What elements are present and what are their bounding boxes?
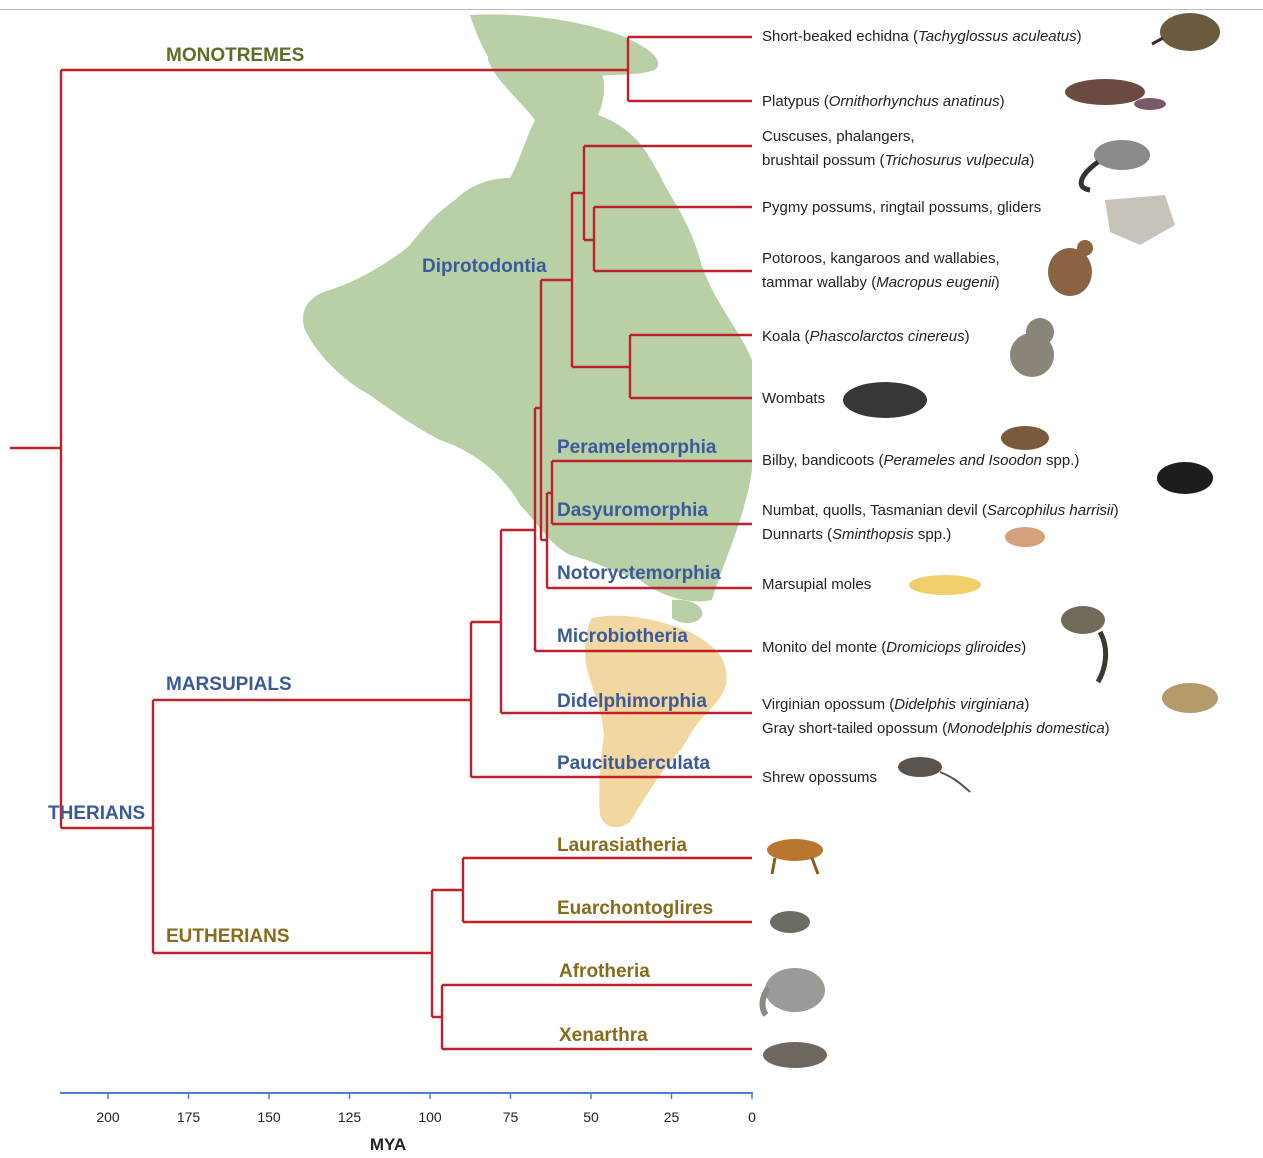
paucituberculata-label: Paucituberculata: [557, 753, 711, 774]
marsupials-label: MARSUPIALS: [166, 674, 292, 695]
taxon-bilby: Bilby, bandicoots (Perameles and Isoodon…: [762, 452, 1079, 469]
therians-label: THERIANS: [48, 803, 145, 824]
axis-ticks: 200 175 150 125 100 75 50 25 0: [96, 1093, 756, 1125]
didelphimorphia-label: Didelphimorphia: [557, 691, 707, 712]
xenarthra-label: Xenarthra: [559, 1025, 648, 1046]
marsupial-node: [469, 620, 752, 779]
taxon-cuscuses-line1: Cuscuses, phalangers,: [762, 128, 915, 145]
monotremes-label: MONOTREMES: [166, 45, 304, 66]
bandicoot-icon: [1001, 426, 1049, 450]
axis-tick-label: 25: [664, 1109, 680, 1125]
eutherian-node: [430, 888, 463, 1019]
taxon-pygmy-possums: Pygmy possums, ringtail possums, gliders: [762, 199, 1041, 216]
shrew-opossum-icon: [898, 757, 971, 793]
elephant-icon: [759, 968, 825, 1017]
taxon-marsupial-moles: Marsupial moles: [762, 576, 871, 593]
tasmanian-devil-icon: [1157, 462, 1213, 494]
possum-icon: [1078, 140, 1150, 193]
axis-tick-label: 50: [583, 1109, 599, 1125]
axis-tick-label: 0: [748, 1109, 756, 1125]
new-guinea-map: [470, 14, 659, 90]
taxon-potoroos-line1: Potoroos, kangaroos and wallabies,: [762, 250, 1000, 267]
opossum-icon: [1162, 683, 1218, 713]
node-501: [499, 528, 752, 715]
taxon-wombats: Wombats: [762, 390, 825, 407]
mouse-icon: [770, 911, 810, 933]
taxon-virginian-opossum: Virginian opossum (Didelphis virginiana): [762, 696, 1029, 713]
taxon-potoroos-line2: tammar wallaby (Macropus eugenii): [762, 274, 1000, 291]
mole-icon: [909, 575, 981, 595]
node-552: [550, 459, 752, 526]
axis-tick-label: 175: [177, 1109, 201, 1125]
monotreme-node: [626, 35, 752, 103]
armadillo-icon: [763, 1042, 827, 1068]
diprotodontia-label: Diprotodontia: [422, 256, 547, 277]
laurasiatheria-label: Laurasiatheria: [557, 835, 687, 856]
taxon-gray-opossum: Gray short-tailed opossum (Monodelphis d…: [762, 720, 1110, 737]
node-594: [592, 205, 752, 273]
echidna-icon: [1151, 13, 1220, 51]
axis-tick-label: 100: [418, 1109, 442, 1125]
peramelemorphia-label: Peramelemorphia: [557, 437, 717, 458]
top-border: [0, 9, 1263, 10]
taxon-shrew-opossums: Shrew opossums: [762, 769, 877, 786]
euarchontoglires-label: Euarchontoglires: [557, 898, 713, 919]
taxon-dunnarts: Dunnarts (Sminthopsis spp.): [762, 526, 951, 543]
axis-title: MYA: [370, 1135, 406, 1154]
wallaby-icon: [1048, 240, 1093, 296]
phylogenetic-tree: [10, 35, 752, 1051]
time-axis: 200 175 150 125 100 75 50 25 0 MYA: [60, 1092, 756, 1154]
diprotodontia-node: [570, 191, 630, 369]
dunnart-icon: [1005, 527, 1045, 547]
taxon-cuscuses-line2: brushtail possum (Trichosurus vulpecula): [762, 152, 1034, 169]
atlanto-node: [440, 983, 752, 1051]
microbiotheria-label: Microbiotheria: [557, 626, 688, 647]
platypus-icon: [1065, 79, 1166, 110]
dasyuromorphia-label: Dasyuromorphia: [557, 500, 708, 521]
notoryctemorphia-label: Notoryctemorphia: [557, 563, 721, 584]
afrotheria-label: Afrotheria: [559, 961, 650, 982]
koala-icon: [1010, 318, 1054, 377]
tasmania-map: [672, 599, 703, 624]
wombat-icon: [843, 382, 927, 418]
australia-map: [302, 19, 752, 602]
axis-tick-label: 125: [338, 1109, 362, 1125]
glider-icon: [1105, 195, 1175, 245]
taxon-koala: Koala (Phascolarctos cinereus): [762, 328, 970, 345]
taxon-platypus: Platypus (Ornithorhynchus anatinus): [762, 93, 1005, 110]
node-584: [582, 144, 752, 242]
axis-tick-label: 75: [503, 1109, 519, 1125]
boreo-node: [461, 856, 752, 924]
eutherians-label: EUTHERIANS: [166, 926, 290, 947]
axis-tick-label: 200: [96, 1109, 120, 1125]
taxon-monito: Monito del monte (Dromiciops gliroides): [762, 639, 1026, 656]
dog-icon: [767, 839, 823, 875]
taxon-numbat: Numbat, quolls, Tasmanian devil (Sarcoph…: [762, 502, 1119, 519]
monito-icon: [1061, 606, 1109, 684]
axis-tick-label: 150: [257, 1109, 281, 1125]
vombatiform-node: [628, 333, 752, 400]
taxon-echidna: Short-beaked echidna (Tachyglossus acule…: [762, 28, 1082, 45]
south-america-map: [585, 615, 727, 828]
